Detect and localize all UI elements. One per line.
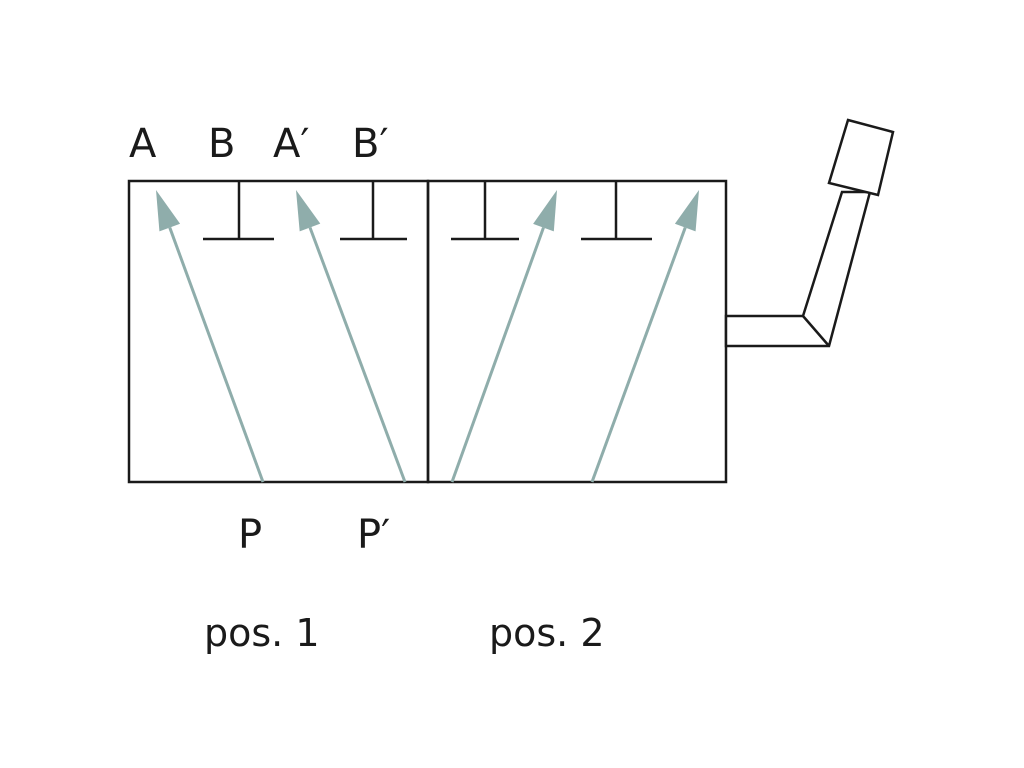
blocked-port-icon <box>340 181 407 241</box>
flow-arrow-head <box>674 190 699 232</box>
blocked-port-icon <box>203 181 274 241</box>
lever-arm <box>724 190 872 348</box>
flow-arrows <box>156 190 699 483</box>
flow-arrow-icon <box>296 190 407 483</box>
port-label-b-prime: B′ <box>352 121 389 167</box>
port-label-a: A <box>129 121 157 167</box>
position-label-2: pos. 2 <box>489 611 605 655</box>
flow-arrow-shaft <box>450 227 545 483</box>
flow-arrow-head <box>533 190 557 232</box>
position-box-1 <box>127 179 430 484</box>
lever-handle-icon <box>724 118 895 348</box>
flow-arrow-shaft <box>590 227 687 483</box>
flow-arrow-icon <box>156 190 265 483</box>
blocked-port-icon <box>581 181 652 241</box>
flow-arrow-icon <box>590 190 699 483</box>
port-label-a-prime: A′ <box>273 121 309 167</box>
flow-arrow-head <box>296 190 321 232</box>
position-label-1: pos. 1 <box>204 611 320 655</box>
port-label-b: B <box>208 121 235 167</box>
flow-arrow-head <box>156 190 181 232</box>
flow-arrow-icon <box>450 190 557 483</box>
port-label-p: P <box>238 512 262 558</box>
port-label-p-prime: P′ <box>357 512 390 558</box>
valve-body <box>127 179 728 484</box>
lever-knob <box>827 118 895 197</box>
flow-arrow-shaft <box>308 226 407 483</box>
blocked-port-icon <box>451 181 519 241</box>
position-box-2 <box>426 179 728 484</box>
flow-arrow-shaft <box>168 227 265 483</box>
blocked-ports <box>203 181 652 241</box>
